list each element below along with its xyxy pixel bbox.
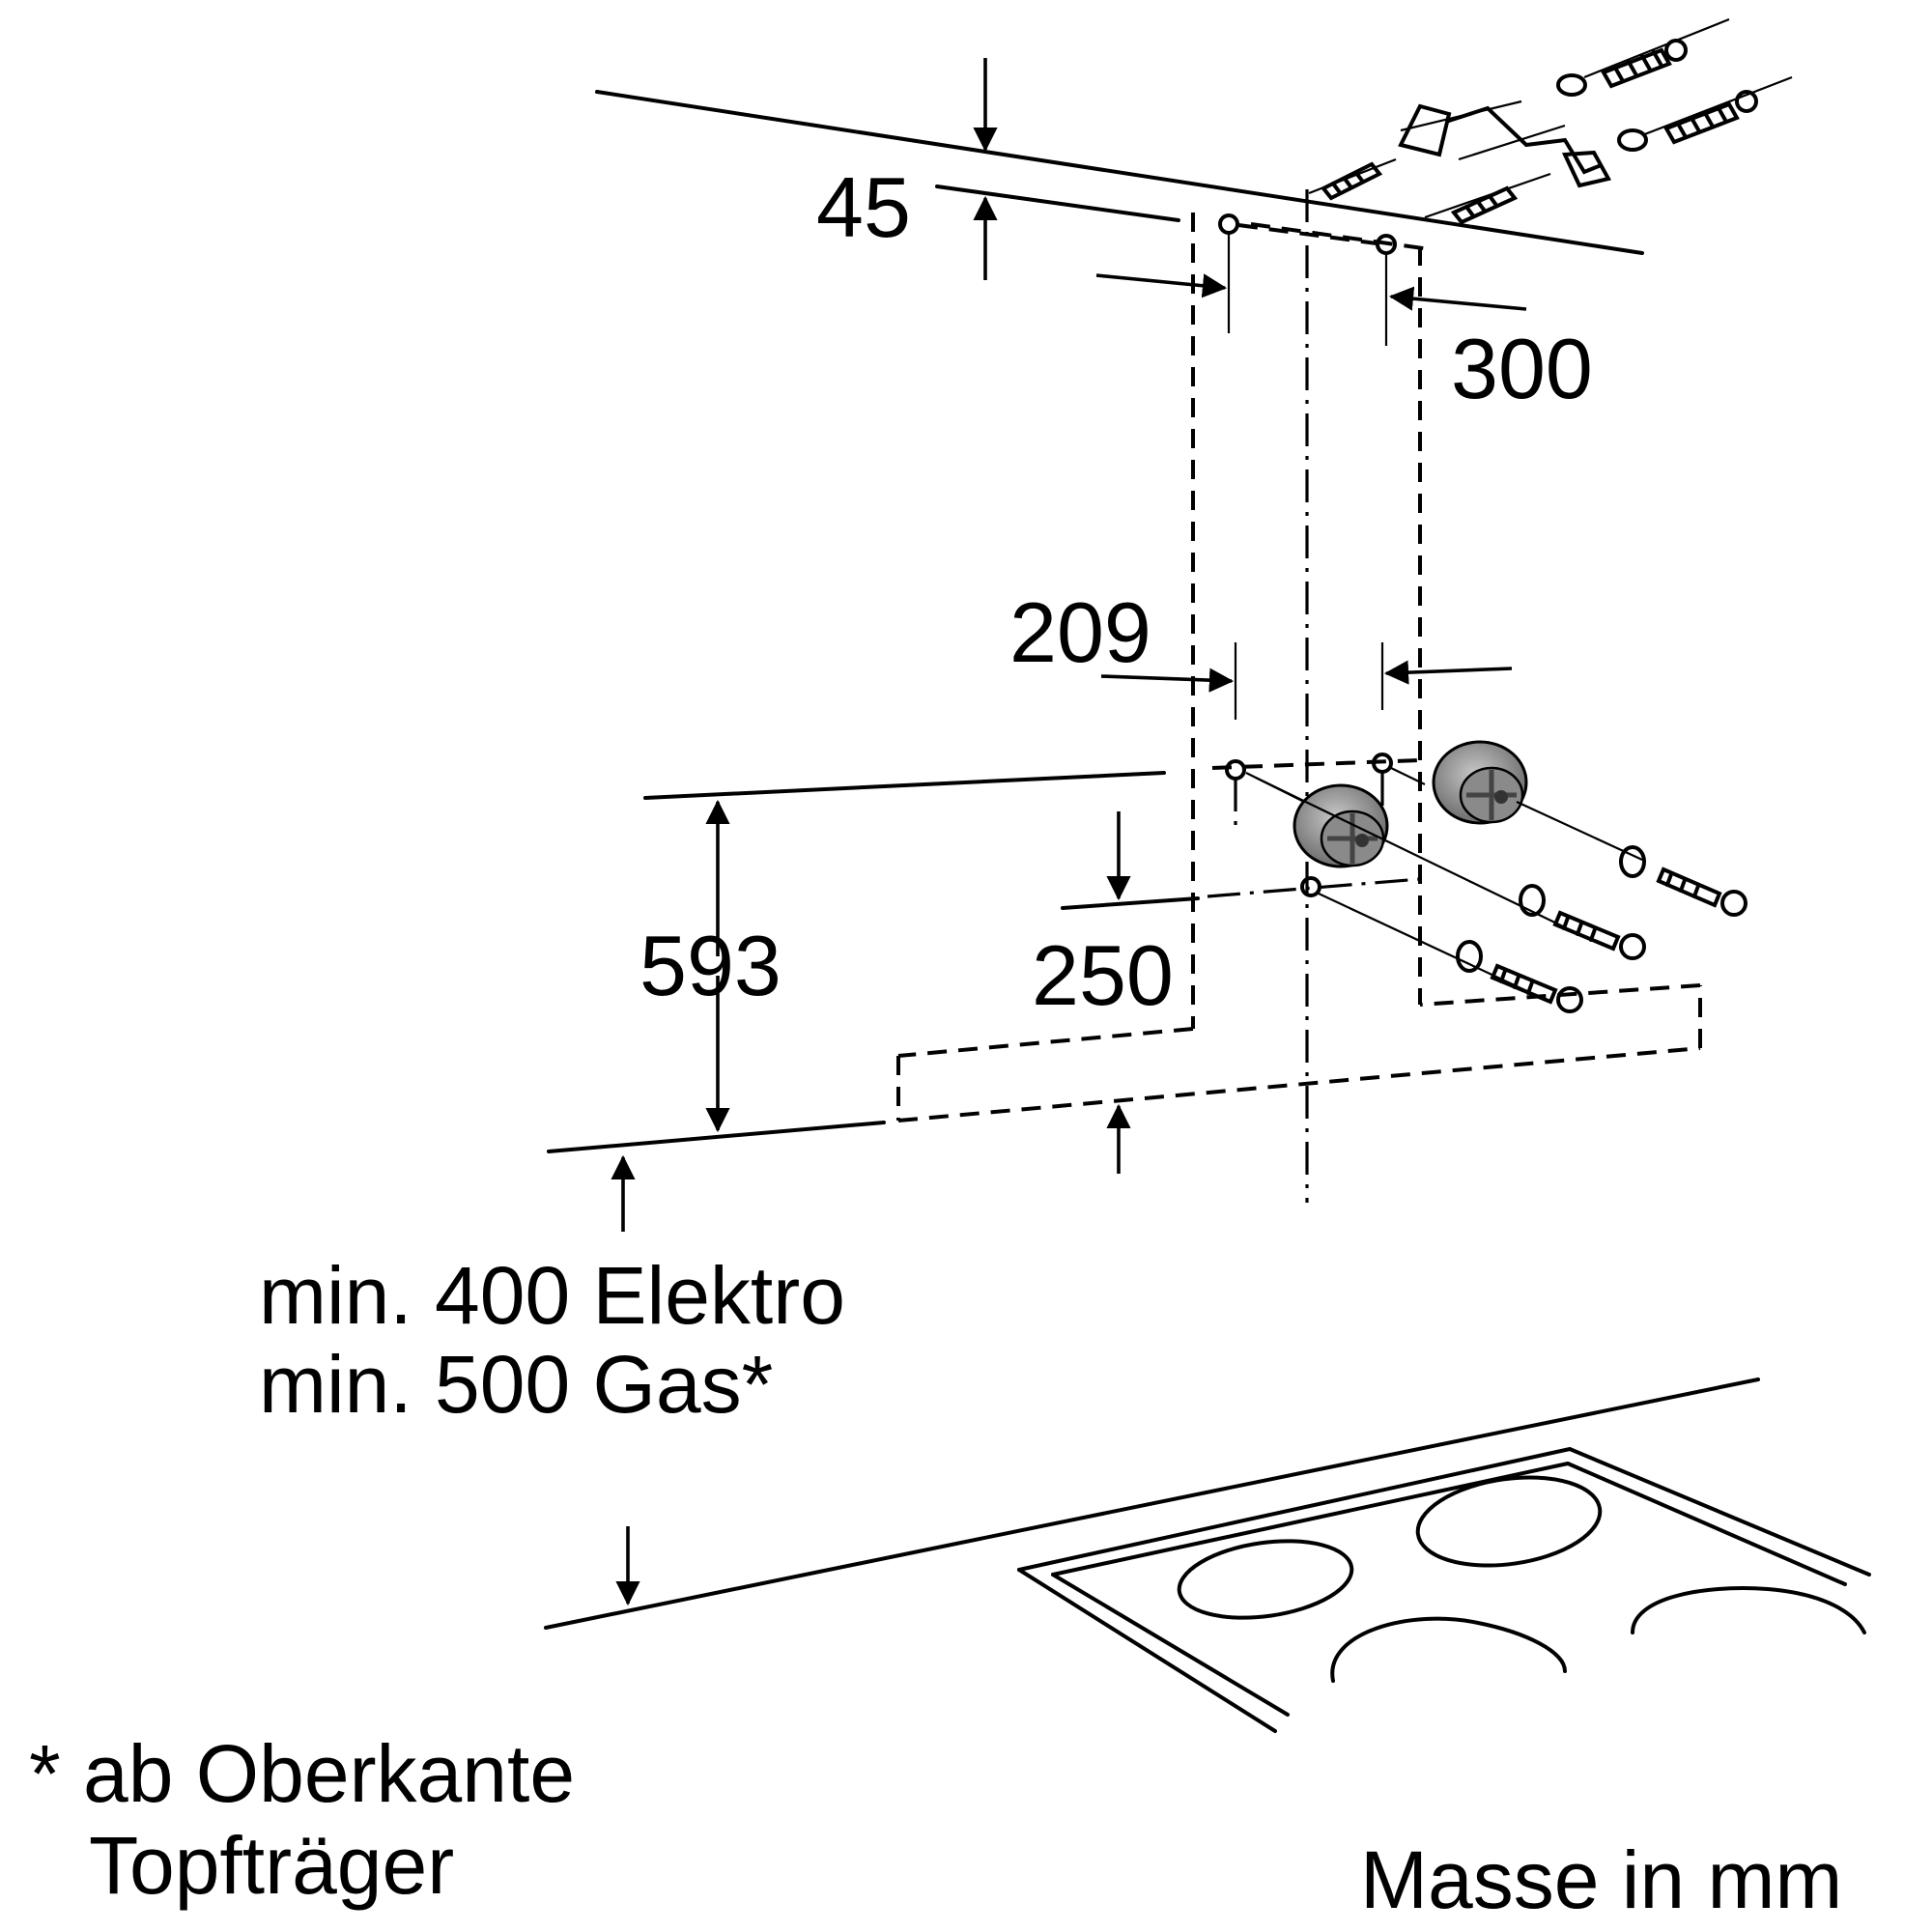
burner-front-left [1330, 1616, 1567, 1683]
chimney-outline [1191, 213, 1431, 1029]
ceiling-line [595, 90, 1644, 255]
upper-wall-plug [1308, 157, 1551, 225]
dimension-593: 593 [547, 771, 1166, 1174]
dimension-45: 45 [816, 58, 1180, 280]
footnote-line-1: * ab Oberkante [29, 1728, 575, 1819]
clearance-line-1: min. 400 Elektro [259, 1250, 845, 1341]
upper-screws [1556, 17, 1793, 152]
dim-label-300: 300 [1451, 321, 1593, 416]
units-note: Masse in mm [1360, 1834, 1842, 1925]
ceiling-bracket-hardware [1308, 17, 1793, 225]
dim-label-593: 593 [639, 918, 781, 1013]
burner-front-right [1631, 1586, 1866, 1634]
upper-screw-holes [1218, 213, 1397, 346]
footnote-line-2: Topfträger [89, 1820, 454, 1911]
dim-label-45: 45 [816, 159, 911, 255]
dimension-250: 250 [1032, 811, 1200, 1023]
wall-bushing-left [1293, 783, 1389, 868]
dimension-209: 209 [1009, 584, 1513, 720]
burner-back-left [1177, 1539, 1354, 1620]
dim-label-209: 209 [1009, 584, 1151, 680]
wall-bushing-right [1432, 740, 1528, 825]
clearance-line-2: min. 500 Gas* [259, 1339, 773, 1430]
burner-back-right [1415, 1475, 1603, 1568]
middle-mount-holes [1207, 753, 1426, 898]
hood-outline [896, 983, 1702, 1122]
dimension-300: 300 [1095, 273, 1593, 416]
middle-screws [1255, 777, 1747, 1013]
dim-label-250: 250 [1032, 927, 1174, 1023]
cooktop [544, 1378, 1871, 1733]
clearance-dimension: min. 400 Elektro min. 500 Gas* [259, 1154, 845, 1606]
